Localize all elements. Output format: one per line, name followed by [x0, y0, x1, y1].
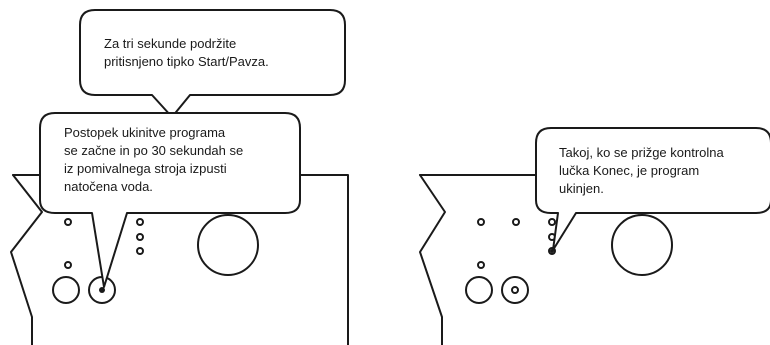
indicator-light [136, 247, 144, 255]
button [52, 276, 80, 304]
callout-bubble-1 [79, 9, 346, 118]
indicator-light [512, 218, 520, 226]
callout-2-line-3: iz pomivalnega stroja izpusti [64, 161, 227, 176]
callout-bubble-2 [39, 112, 301, 288]
callout-1-line-1: Za tri sekunde podržite [104, 36, 236, 51]
indicator-light [477, 218, 485, 226]
callout-2-line-2: se začne in po 30 sekundah se [64, 143, 243, 158]
callout-3-line-3: ukinjen. [559, 181, 604, 196]
start-pause-button-pressed-dot [99, 287, 105, 293]
program-dial [611, 214, 673, 276]
callout-1-line-2: pritisnjeno tipko Start/Pavza. [104, 54, 269, 69]
indicator-light [136, 233, 144, 241]
start-pause-button-center [511, 286, 519, 294]
callout-3-line-2: lučka Konec, je program [559, 163, 699, 178]
indicator-light [548, 218, 556, 226]
callout-2-line-1: Postopek ukinitve programa [64, 125, 226, 140]
indicator-light [64, 261, 72, 269]
control-panel-outline-right [419, 174, 446, 345]
indicator-light [64, 218, 72, 226]
button [465, 276, 493, 304]
control-panel-outline-left-top2 [282, 174, 349, 345]
indicator-light [477, 261, 485, 269]
callout-3-line-1: Takoj, ko se prižge kontrolna [559, 145, 725, 160]
program-dial [197, 214, 259, 276]
callout-2-line-4: natočena voda. [64, 179, 153, 194]
right-panel: Takoj, ko se prižge kontrolna lučka Kone… [419, 127, 770, 345]
control-panel-outline-left [10, 174, 43, 345]
left-panel: Za tri sekunde podržite pritisnjeno tipk… [10, 9, 349, 345]
indicator-light [136, 218, 144, 226]
